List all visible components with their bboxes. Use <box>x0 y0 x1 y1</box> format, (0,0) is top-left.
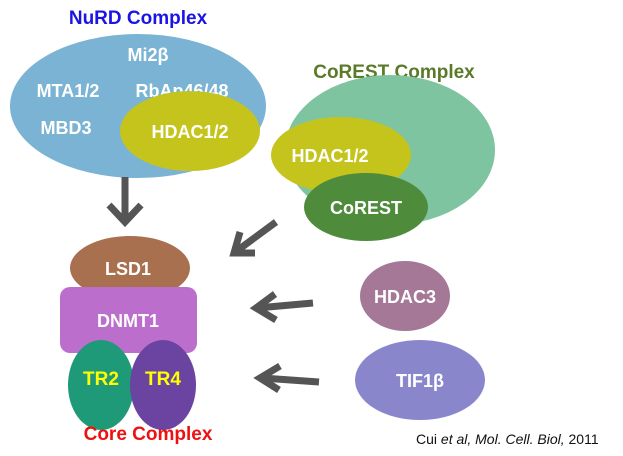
hdac3-shape <box>360 261 450 331</box>
arrow-corest-to-core <box>229 219 279 257</box>
lsd1-label: LSD1 <box>105 259 151 279</box>
nurd-mbd3-label: MBD3 <box>40 118 91 138</box>
nurd-mta-label: MTA1/2 <box>37 81 100 101</box>
arrow-nurd-to-core <box>106 177 144 228</box>
citation-year: 2011 <box>565 431 599 447</box>
arrow-head <box>249 291 278 324</box>
partner-proteins: HDAC3 TIF1β <box>355 261 485 420</box>
lsd1-shape <box>70 236 190 300</box>
arrow-tif1b-to-core <box>253 362 320 393</box>
corest-complex-title: CoREST Complex <box>313 62 475 83</box>
arrow-shaft <box>261 374 320 386</box>
arrow-head <box>106 202 144 228</box>
core-complex: LSD1 DNMT1 TR2 TR4 Core Complex <box>60 236 213 445</box>
dnmt1-label: DNMT1 <box>97 311 159 331</box>
tr2-label: TR2 <box>83 369 119 390</box>
arrow-shaft <box>235 219 279 253</box>
nurd-mi2b-label: Mi2β <box>128 45 169 65</box>
core-complex-title: Core Complex <box>84 424 213 445</box>
arrows <box>106 177 320 393</box>
citation: Cui et al, Mol. Cell. Biol, 2011 <box>416 431 599 447</box>
nurd-hdac-shape <box>120 91 260 171</box>
arrow-shaft <box>256 299 314 312</box>
nurd-complex: NuRD Complex Mi2β MTA1/2 RbAp46/48 MBD3 … <box>10 8 266 178</box>
citation-journal: et al, Mol. Cell. Biol, <box>441 431 565 447</box>
dnmt1-shape <box>60 287 197 353</box>
tr4-label: TR4 <box>145 369 181 390</box>
corest-hdac-label: HDAC1/2 <box>291 146 368 166</box>
tr2-shape <box>68 340 134 430</box>
nurd-complex-title: NuRD Complex <box>69 8 208 29</box>
tr4-shape <box>130 340 196 430</box>
tif1b-shape <box>355 340 485 420</box>
corest-protein-shape <box>304 173 428 241</box>
citation-author: Cui <box>416 431 441 447</box>
arrow-hdac3-to-core <box>249 291 314 324</box>
hdac3-label: HDAC3 <box>374 287 436 307</box>
corest-protein-label: CoREST <box>330 198 402 218</box>
arrow-head <box>253 362 282 393</box>
nurd-hdac-label: HDAC1/2 <box>151 122 228 142</box>
tif1b-label: TIF1β <box>396 371 444 391</box>
corest-complex: CoREST Complex HDAC1/2 CoREST <box>271 62 495 241</box>
arrow-head <box>229 231 255 257</box>
